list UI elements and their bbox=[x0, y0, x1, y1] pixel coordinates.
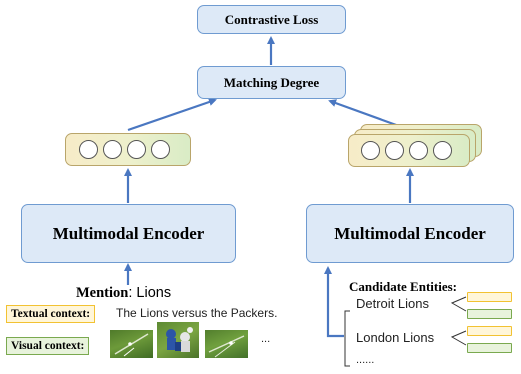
mention-multimodal-encoder: Multimodal Encoder bbox=[21, 204, 236, 263]
detroit-pointer bbox=[450, 296, 467, 312]
arrow-left-vector-to-matching bbox=[127, 98, 217, 132]
vector-cell bbox=[385, 141, 404, 160]
mention-prefix: Mention bbox=[76, 285, 129, 301]
vector-cell bbox=[433, 141, 452, 160]
arrow-candidates-to-encoder bbox=[324, 266, 344, 338]
vector-cell bbox=[151, 140, 170, 159]
textual-context-tag: Textual context: bbox=[6, 305, 96, 323]
contrastive-loss-box: Contrastive Loss bbox=[197, 5, 346, 34]
visual-context-ellipsis: ... bbox=[261, 333, 271, 345]
visual-context-image bbox=[157, 322, 199, 358]
mention-embedding-vector bbox=[65, 133, 191, 166]
london-pointer bbox=[450, 330, 467, 346]
vector-cell bbox=[361, 141, 380, 160]
visual-context-image bbox=[205, 330, 248, 358]
candidate-bracket bbox=[344, 310, 350, 367]
matching-degree-label: Matching Degree bbox=[223, 74, 320, 90]
visual-context-image bbox=[110, 330, 153, 358]
entity-embedding-vector bbox=[348, 134, 470, 167]
vector-cell bbox=[409, 141, 428, 160]
vector-cell bbox=[79, 140, 98, 159]
contrastive-loss-label: Contrastive Loss bbox=[224, 11, 319, 27]
visual-context-tag: Visual context: bbox=[6, 337, 90, 355]
entity-multimodal-encoder: Multimodal Encoder bbox=[306, 204, 514, 263]
detroit-visual-vector bbox=[467, 309, 512, 319]
detroit-textual-vector bbox=[467, 292, 512, 302]
left-encoder-label: Multimodal Encoder bbox=[52, 223, 205, 243]
textual-context-value: The Lions versus the Packers. bbox=[116, 306, 278, 320]
candidate-entity-more: ...... bbox=[356, 354, 375, 366]
candidate-entities-title: Candidate Entities: bbox=[349, 279, 457, 294]
candidate-entity-london-lions: London Lions bbox=[356, 330, 435, 345]
vector-cell bbox=[127, 140, 146, 159]
mention-heading: Mention: Lions bbox=[76, 285, 171, 302]
candidate-entity-detroit-lions: Detroit Lions bbox=[356, 296, 429, 311]
right-encoder-label: Multimodal Encoder bbox=[334, 223, 486, 243]
matching-degree-box: Matching Degree bbox=[197, 66, 346, 99]
london-textual-vector bbox=[467, 326, 512, 336]
mention-value: : Lions bbox=[128, 285, 172, 301]
vector-cell bbox=[103, 140, 122, 159]
london-visual-vector bbox=[467, 343, 512, 353]
